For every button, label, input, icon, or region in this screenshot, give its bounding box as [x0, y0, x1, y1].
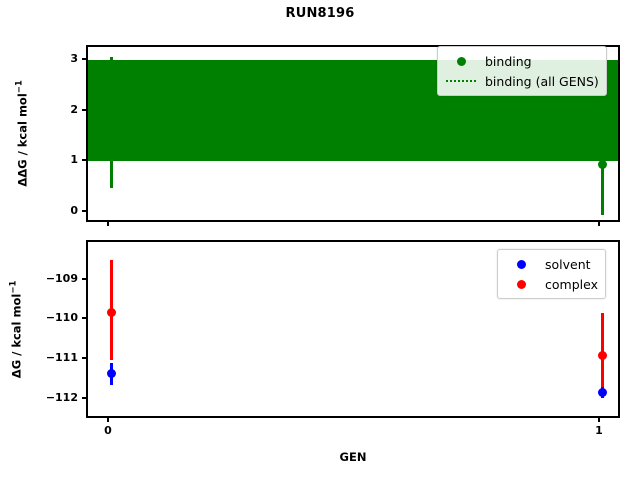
- top-y-axis-label-text: ΔΔG / kcal mol: [15, 93, 30, 187]
- top-y-axis-label-exponent: −1: [14, 80, 25, 94]
- bottom-ytick-mark-110: [82, 317, 86, 319]
- xtick-label-0: 0: [104, 424, 112, 437]
- binding-marker-icon: [444, 56, 478, 66]
- top-xtick-mark-0: [107, 222, 109, 226]
- solvent-marker-gen0: [107, 369, 116, 378]
- legend-label-complex: complex: [545, 276, 598, 292]
- solvent-marker-icon: [504, 259, 538, 269]
- top-ytick-label-1: 1: [70, 153, 78, 166]
- bottom-ytick-label-111: −111: [45, 351, 78, 364]
- bottom-ytick-mark-112: [82, 397, 86, 399]
- top-ytick-label-2: 2: [70, 103, 78, 116]
- legend-label-solvent: solvent: [545, 256, 591, 272]
- top-plot-area: [86, 45, 620, 222]
- binding-marker-gen1: [598, 160, 607, 169]
- binding-marker-gen0: [107, 116, 116, 125]
- legend-item-solvent[interactable]: solvent: [504, 254, 598, 274]
- bottom-y-axis-label-exponent: −1: [8, 280, 19, 294]
- top-ytick-mark-3: [82, 58, 86, 60]
- complex-marker-gen1: [598, 351, 607, 360]
- top-panel-y-axis-label: ΔΔG / kcal mol−1: [15, 73, 30, 193]
- complex-marker-gen0: [107, 308, 116, 317]
- bottom-ytick-mark-109: [82, 278, 86, 280]
- top-panel-legend[interactable]: binding binding (all GENS): [437, 46, 607, 96]
- legend-item-binding-all-gens[interactable]: binding (all GENS): [444, 71, 599, 91]
- dotted-line-icon: [444, 80, 478, 82]
- legend-label-binding-all-gens: binding (all GENS): [485, 73, 599, 89]
- bottom-y-axis-label-text: ΔG / kcal mol: [9, 293, 24, 379]
- top-ytick-label-3: 3: [70, 52, 78, 65]
- xtick-label-1: 1: [595, 424, 603, 437]
- x-axis-label: GEN: [339, 450, 367, 464]
- bottom-ytick-label-109: −109: [45, 272, 78, 285]
- xtick-mark-0: [107, 418, 109, 422]
- top-ytick-mark-1: [82, 159, 86, 161]
- bottom-ytick-label-112: −112: [45, 391, 78, 404]
- top-ytick-mark-2: [82, 109, 86, 111]
- legend-item-complex[interactable]: complex: [504, 274, 598, 294]
- page-title: RUN8196: [285, 6, 355, 21]
- solvent-marker-gen1: [598, 388, 607, 397]
- top-ytick-label-0: 0: [70, 204, 78, 217]
- top-xtick-mark-1: [598, 222, 600, 226]
- bottom-ytick-mark-111: [82, 357, 86, 359]
- bottom-panel-y-axis-label: ΔG / kcal mol−1: [9, 269, 24, 389]
- bottom-ytick-label-110: −110: [45, 311, 78, 324]
- legend-item-binding[interactable]: binding: [444, 51, 599, 71]
- bottom-panel-legend[interactable]: solvent complex: [497, 249, 606, 299]
- top-ytick-mark-0: [82, 210, 86, 212]
- binding-errorbar-gen1: [601, 62, 604, 215]
- complex-marker-icon: [504, 279, 538, 289]
- legend-label-binding: binding: [485, 53, 532, 69]
- xtick-mark-1: [598, 418, 600, 422]
